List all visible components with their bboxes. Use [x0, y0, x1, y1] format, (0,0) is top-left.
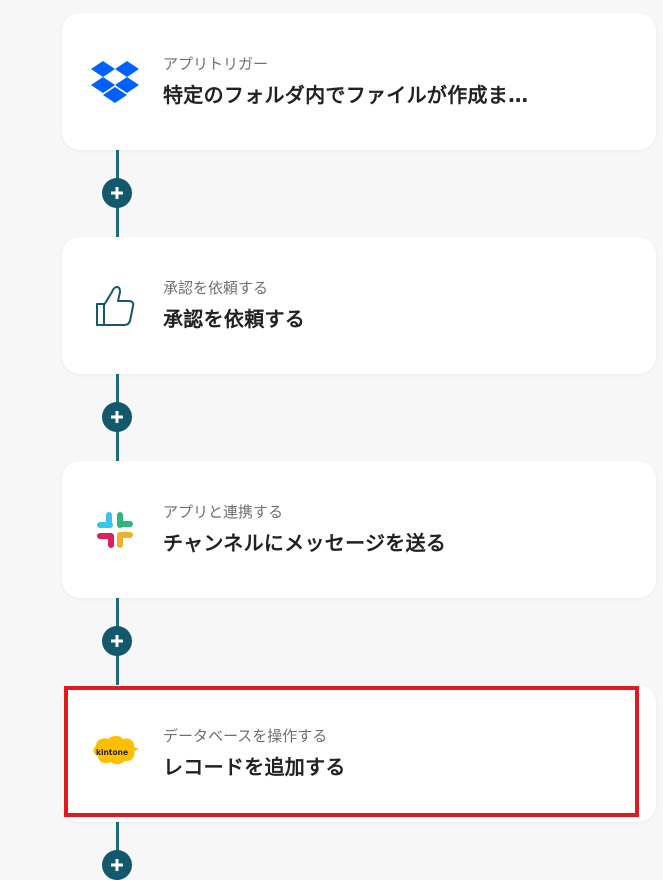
plus-icon — [111, 411, 123, 423]
add-step-button[interactable] — [102, 850, 132, 880]
kintone-logo-text: kintone — [96, 748, 128, 757]
plus-icon — [111, 635, 123, 647]
step-subtitle: 承認を依頼する — [163, 279, 269, 297]
step-card-approval[interactable]: 承認を依頼する 承認を依頼する — [62, 237, 656, 374]
add-step-button[interactable] — [102, 178, 132, 208]
step-title: 特定のフォルダ内でファイルが作成ま… — [163, 83, 529, 107]
kintone-icon: kintone — [90, 732, 140, 776]
add-step-button[interactable] — [102, 402, 132, 432]
dropbox-icon — [90, 60, 140, 104]
step-title: 承認を依頼する — [163, 307, 306, 331]
step-card-dropbox-trigger[interactable]: アプリトリガー 特定のフォルダ内でファイルが作成ま… — [62, 13, 656, 150]
step-subtitle: アプリと連携する — [163, 503, 284, 521]
step-title: チャンネルにメッセージを送る — [163, 531, 447, 555]
slack-icon — [90, 508, 140, 552]
step-subtitle: データベースを操作する — [163, 727, 328, 745]
step-card-slack[interactable]: アプリと連携する チャンネルにメッセージを送る — [62, 461, 656, 598]
thumbs-up-icon — [90, 284, 140, 328]
step-subtitle: アプリトリガー — [163, 55, 269, 73]
plus-icon — [111, 187, 123, 199]
step-card-kintone[interactable]: kintone データベースを操作する レコードを追加する — [62, 685, 656, 822]
plus-icon — [111, 859, 123, 871]
step-title: レコードを追加する — [163, 755, 346, 779]
add-step-button[interactable] — [102, 626, 132, 656]
